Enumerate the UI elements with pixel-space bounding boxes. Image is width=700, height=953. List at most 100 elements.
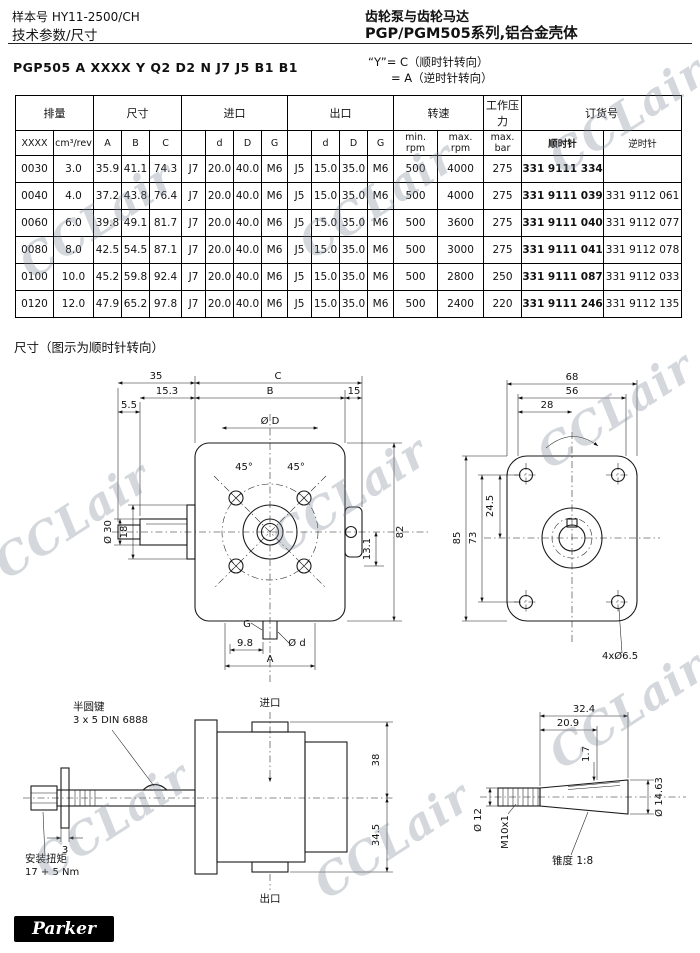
- torque-note-line1: 安装扭矩: [25, 852, 67, 865]
- table-cell: [603, 155, 683, 183]
- table-cell: 15.0: [311, 209, 341, 237]
- table-cell: 15.0: [311, 290, 341, 318]
- dim-3: 3: [62, 845, 68, 856]
- table-cell: 15.0: [311, 182, 341, 210]
- col-c: C: [148, 130, 183, 156]
- rotation-arrow: [545, 436, 599, 449]
- col-group-dimensions: 尺寸: [92, 95, 183, 131]
- table-cell: M6: [261, 209, 289, 237]
- table-cell: 49.1: [121, 209, 150, 237]
- col-group-displacement: 排量: [15, 95, 94, 131]
- col-inlet-D: D: [233, 130, 263, 156]
- angle-45-left: 45°: [235, 462, 253, 473]
- key-note-line2: 3 x 5 DIN 6888: [73, 715, 148, 726]
- header-divider: [8, 43, 692, 44]
- table-cell: M6: [367, 182, 395, 210]
- table-cell: J7: [181, 155, 207, 183]
- col-group-order-no: 订货号: [521, 95, 683, 131]
- dim-a: A: [267, 654, 274, 665]
- table-cell: 3600: [437, 209, 485, 237]
- table-cell: 500: [393, 182, 439, 210]
- col-group-speed: 转速: [393, 95, 485, 131]
- table-cell: 20.0: [205, 182, 235, 210]
- col-a: A: [93, 130, 122, 156]
- dim-56: 56: [566, 386, 579, 397]
- table-cell: J5: [287, 182, 313, 210]
- col-group-inlet: 进口: [181, 95, 289, 131]
- table-cell: 15.0: [311, 263, 341, 291]
- outlet-label: 出口: [260, 892, 281, 905]
- col-inlet-d: d: [205, 130, 235, 156]
- table-cell: 220: [483, 290, 523, 318]
- table-cell: 35.0: [339, 236, 369, 264]
- dimensions-title: 尺寸（图示为顺时针转向）: [14, 340, 165, 355]
- dim-phi-14-63: Ø 14.63: [653, 777, 665, 817]
- col-outlet-code: [287, 130, 313, 156]
- table-cell: J5: [287, 290, 313, 318]
- table-cell: M6: [367, 263, 395, 291]
- dim-28: 28: [541, 400, 554, 411]
- angle-45-right: 45°: [287, 462, 305, 473]
- table-cell: M6: [261, 182, 289, 210]
- table-cell: 0080: [15, 236, 54, 264]
- table-cell: 81.7: [148, 209, 183, 237]
- table-cell: 97.8: [148, 290, 183, 318]
- table-cell: 87.1: [148, 236, 183, 264]
- table-cell: 331 9111 039: [521, 182, 605, 210]
- table-cell: 35.0: [339, 182, 369, 210]
- dim-5-5: 5.5: [121, 400, 137, 411]
- table-cell: 37.2: [93, 182, 122, 210]
- table-cell: 331 9112 078: [603, 236, 683, 264]
- dim-38: 38: [371, 754, 382, 767]
- table-cell: 331 9112 135: [603, 290, 683, 318]
- table-cell: 331 9111 087: [521, 263, 605, 291]
- dim-35: 35: [150, 371, 163, 382]
- table-cell: 275: [483, 182, 523, 210]
- table-cell: 35.0: [339, 155, 369, 183]
- dim-32-4: 32.4: [573, 704, 595, 715]
- table-cell: M6: [367, 290, 395, 318]
- col-outlet-G: G: [367, 130, 395, 156]
- dim-68: 68: [566, 372, 579, 383]
- table-cell: 59.8: [121, 263, 150, 291]
- dim-85: 85: [452, 532, 463, 545]
- table-cell: J7: [181, 209, 207, 237]
- dim-phi-30: Ø 30: [102, 520, 114, 544]
- table-cell: 40.0: [233, 263, 263, 291]
- table-cell: J7: [181, 290, 207, 318]
- table-cell: J5: [287, 155, 313, 183]
- product-subtitle: PGP/PGM505系列,铝合金壳体: [365, 26, 578, 42]
- table-cell: M6: [261, 155, 289, 183]
- product-title: 齿轮泵与齿轮马达: [365, 10, 470, 25]
- table-cell: 35.9: [93, 155, 122, 183]
- dim-13-1: 13.1: [362, 538, 373, 560]
- table-cell: 6.0: [53, 209, 94, 237]
- dim-c: C: [275, 371, 282, 382]
- table-cell: 500: [393, 263, 439, 291]
- dim-15: 15: [348, 386, 361, 397]
- table-cell: 76.4: [148, 182, 183, 210]
- table-cell: 3.0: [53, 155, 94, 183]
- table-group-header-row: 排量 尺寸 进口 出口 转速 工作压力 订货号: [15, 95, 683, 131]
- table-cell: 275: [483, 155, 523, 183]
- table-cell: 331 9111 041: [521, 236, 605, 264]
- table-cell: 331 9111 334: [521, 155, 605, 183]
- torque-note-line2: 17 + 5 Nm: [25, 867, 79, 878]
- table-cell: J7: [181, 236, 207, 264]
- dim-73: 73: [468, 532, 479, 545]
- table-cell: 35.0: [339, 290, 369, 318]
- dim-1-7: 1.7: [581, 746, 592, 762]
- table-cell: 47.9: [93, 290, 122, 318]
- col-inlet-code: [181, 130, 207, 156]
- taper-label: 锥度 1:8: [552, 854, 593, 867]
- table-cell: 41.1: [121, 155, 150, 183]
- table-cell: 2800: [437, 263, 485, 291]
- table-cell: 331 9112 061: [603, 182, 683, 210]
- rotation-note-cw: “Y”= C（顺时针转向）: [368, 55, 489, 69]
- table-cell: 39.8: [93, 209, 122, 237]
- col-order-ccw: 逆时针: [603, 130, 683, 156]
